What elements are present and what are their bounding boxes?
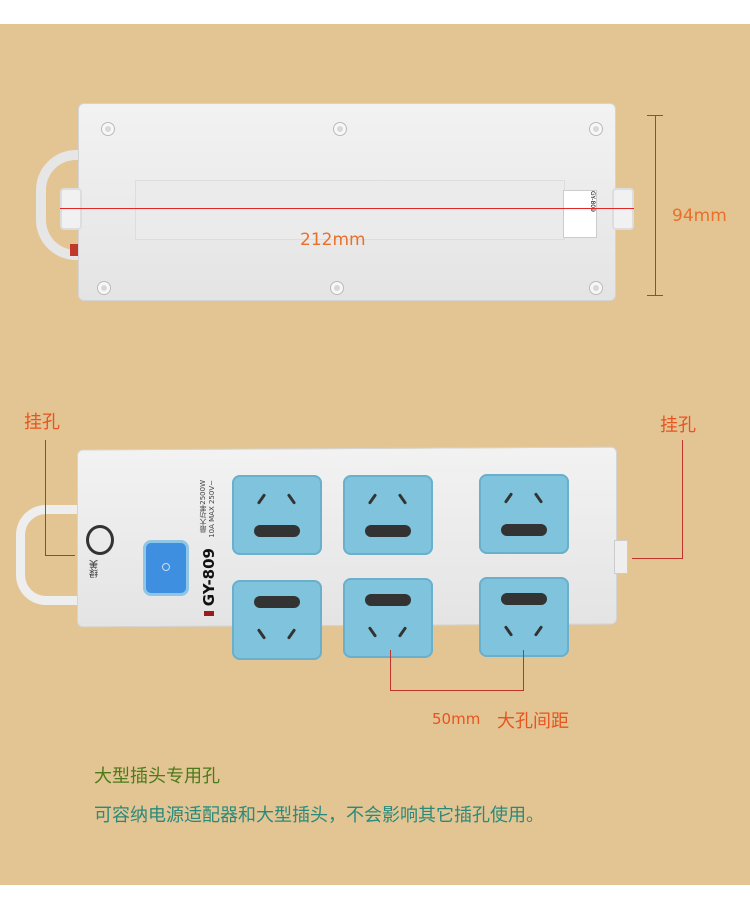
height-tick-top xyxy=(647,115,663,116)
hang-hole-label-left: 挂孔 xyxy=(24,412,60,433)
leader-left-v xyxy=(45,440,46,555)
hang-tab-left xyxy=(60,188,82,230)
red-indicator xyxy=(70,244,78,256)
rating-label-1: 最大功率2500W xyxy=(199,480,207,533)
model-label: GY-809 xyxy=(200,548,218,607)
hang-tab-right xyxy=(612,188,634,230)
socket-5 xyxy=(343,578,433,658)
socket-2 xyxy=(343,475,433,555)
power-cord-front xyxy=(16,505,86,605)
power-icon xyxy=(162,563,170,571)
leader-right-h xyxy=(632,558,683,559)
socket-3 xyxy=(479,474,569,554)
brand-name: 绿美 xyxy=(90,560,100,578)
screw-hole xyxy=(331,282,343,294)
screw-hole xyxy=(98,282,110,294)
spacing-bracket-right xyxy=(523,650,524,690)
hang-hole-label-right: 挂孔 xyxy=(660,415,696,436)
socket-6 xyxy=(479,577,569,657)
socket-4 xyxy=(232,580,322,660)
screw-hole xyxy=(334,123,346,135)
spacing-label: 大孔间距 xyxy=(497,711,569,732)
power-cord-top xyxy=(36,150,96,260)
spacing-value: 50mm xyxy=(432,710,481,728)
back-panel-recess xyxy=(135,180,565,240)
rating-label-2: 10A MAX 250V~ xyxy=(208,480,216,538)
height-label: 94mm xyxy=(672,206,727,226)
socket-1 xyxy=(232,475,322,555)
width-label: 212mm xyxy=(300,230,366,250)
brand-logo xyxy=(86,525,114,555)
height-tick-bottom xyxy=(647,295,663,296)
screw-hole xyxy=(102,123,114,135)
caption-title: 大型插头专用孔 xyxy=(94,766,220,787)
leader-left-h xyxy=(45,555,75,556)
width-dimension-line xyxy=(60,208,634,209)
power-indicator-led xyxy=(204,611,214,616)
screw-hole xyxy=(590,123,602,135)
caption-description: 可容纳电源适配器和大型插头，不会影响其它插孔使用。 xyxy=(94,805,544,826)
spacing-bracket-left xyxy=(390,650,391,690)
leader-right-v xyxy=(682,440,683,558)
screw-hole xyxy=(590,282,602,294)
sticker: GY-809 xyxy=(563,190,597,238)
spacing-bracket-bottom xyxy=(390,690,524,691)
hang-tab-right-front xyxy=(614,540,628,574)
height-dimension-line xyxy=(655,115,656,295)
